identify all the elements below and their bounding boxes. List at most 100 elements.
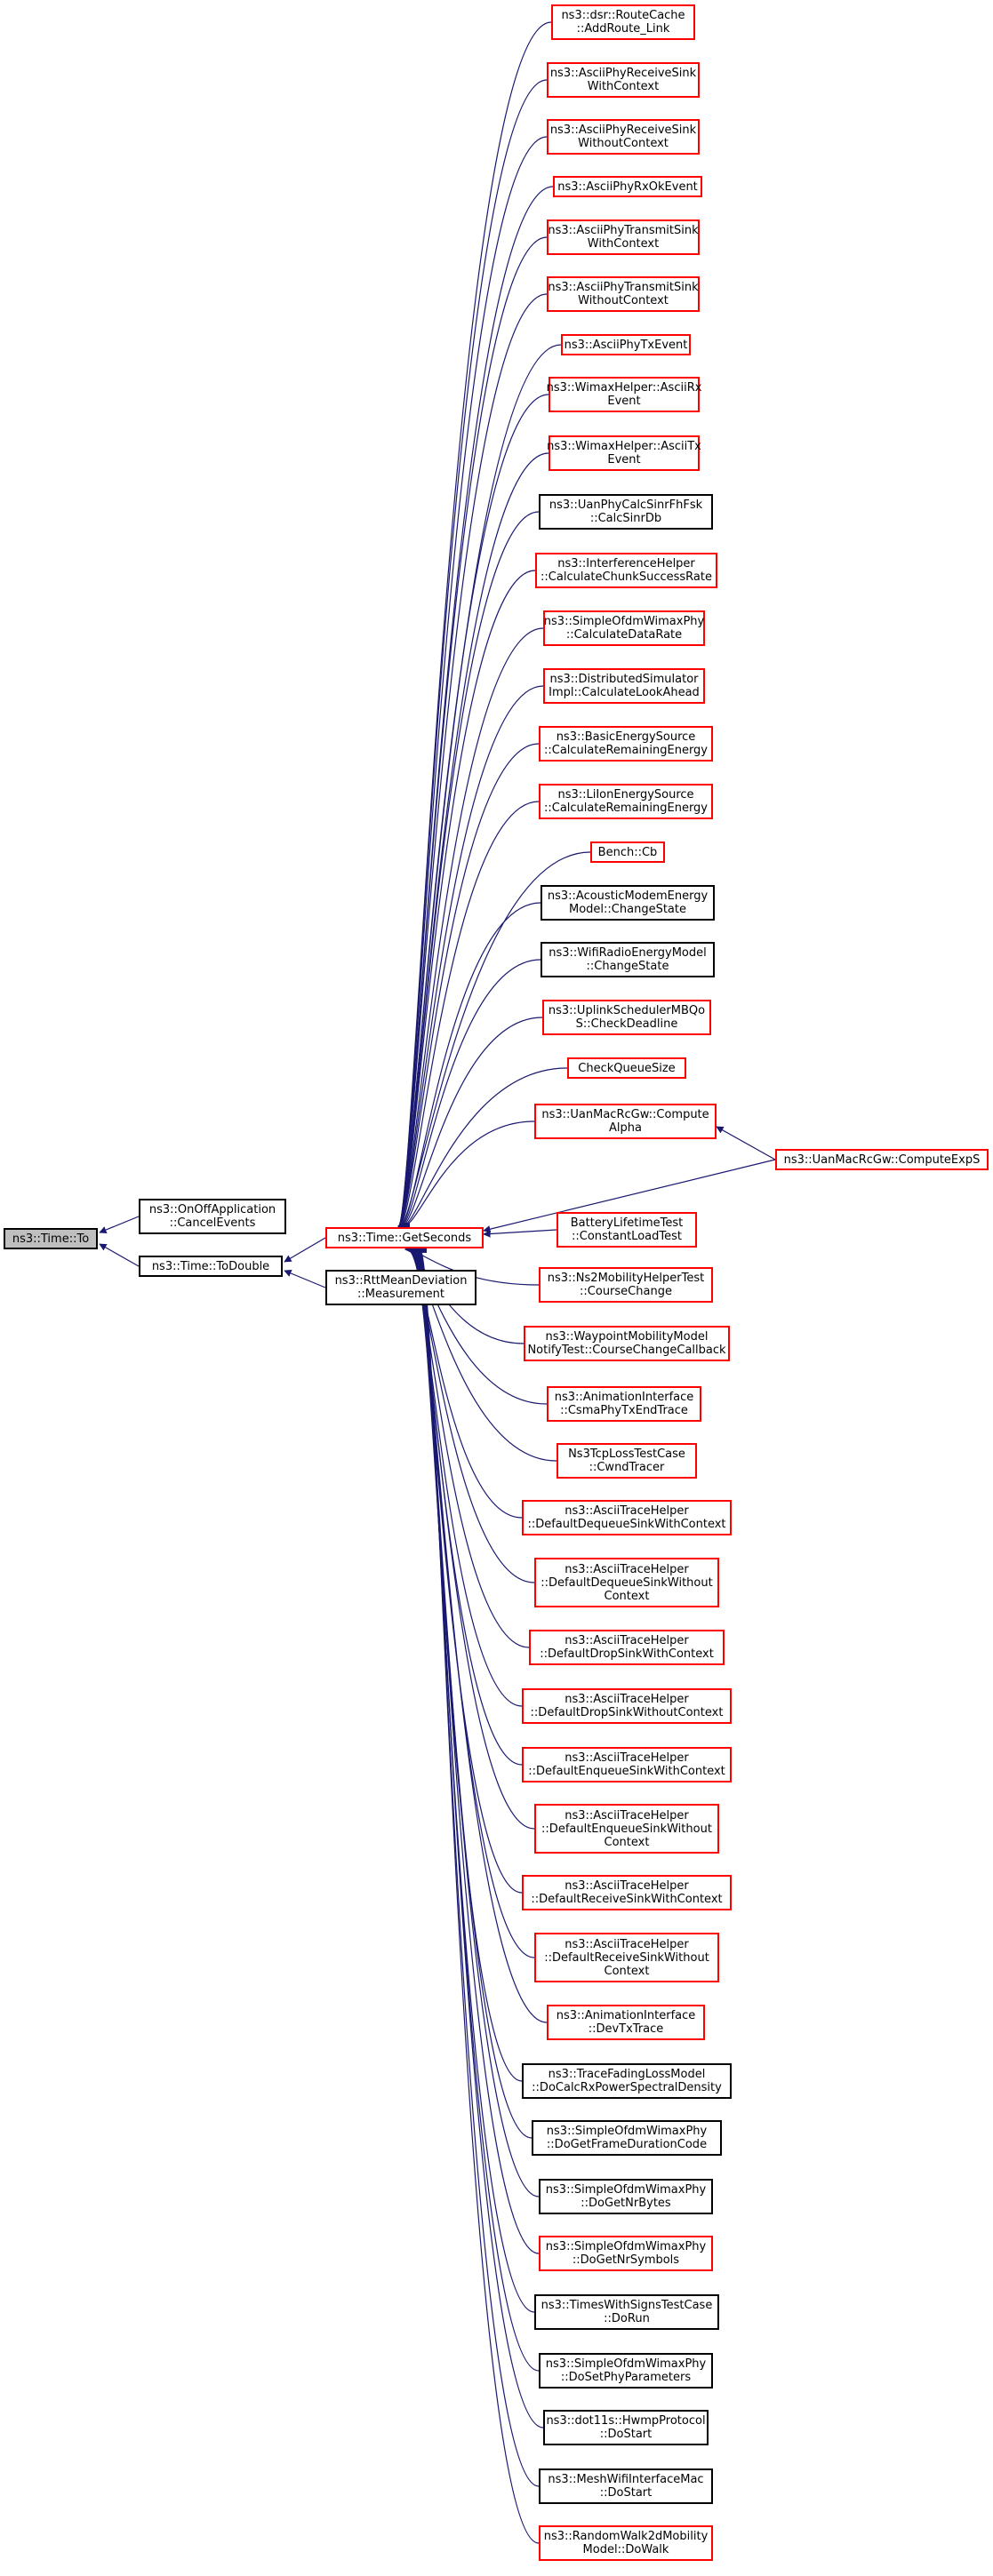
node-ns3-asciiphyreceivesink-withcontext[interactable]: ns3::AsciiPhyReceiveSink WithContext	[547, 62, 700, 98]
node-ns3-asciiphytxevent[interactable]: ns3::AsciiPhyTxEvent	[561, 334, 691, 355]
node-ns3-randomwalk2dmobility-model-dowalk[interactable]: ns3::RandomWalk2dMobility Model::DoWalk	[539, 2525, 713, 2561]
node-label: ns3::AsciiTraceHelper ::DefaultEnqueueSi…	[528, 1751, 725, 1778]
node-label: ns3::UanPhyCalcSinrFhFsk ::CalcSinrDb	[549, 498, 703, 525]
node-ns3-asciitracehelper-defaultenqueuesinkwithout-context[interactable]: ns3::AsciiTraceHelper ::DefaultEnqueueSi…	[534, 1804, 719, 1854]
node-label: ns3::MeshWifiInterfaceMac ::DoStart	[548, 2473, 704, 2500]
edge-caller-11	[397, 627, 544, 1230]
edge-getseconds-to-todouble	[284, 1237, 326, 1263]
node-label: ns3::WimaxHelper::AsciiTx Event	[547, 440, 701, 467]
node-ns3-distributedsimulator-impl-calculatelookahead[interactable]: ns3::DistributedSimulator Impl::Calculat…	[543, 668, 705, 704]
edge-todouble-to-to	[99, 1243, 140, 1267]
node-label: ns3::UplinkSchedulerMBQo S::CheckDeadlin…	[548, 1004, 706, 1031]
node-ns3-asciitracehelper-defaultdequeuesinkwithout-context[interactable]: ns3::AsciiTraceHelper ::DefaultDequeueSi…	[534, 1558, 719, 1607]
edge-caller-12	[397, 685, 544, 1230]
node-ns3-timeswithsignstestcase-dorun[interactable]: ns3::TimesWithSignsTestCase ::DoRun	[534, 2294, 719, 2330]
node-ns3-simpleofdmwimaxphy-dogetnrbytes[interactable]: ns3::SimpleOfdmWimaxPhy ::DoGetNrBytes	[539, 2179, 713, 2214]
node-label: ns3::SimpleOfdmWimaxPhy ::CalculateDataR…	[543, 615, 705, 642]
node-ns3-interferencehelper-calculatechunksuccessrate[interactable]: ns3::InterferenceHelper ::CalculateChunk…	[535, 553, 717, 588]
edge-caller-20	[402, 1121, 535, 1231]
node-ns3-asciiphytransmitsink-withcontext[interactable]: ns3::AsciiPhyTransmitSink WithContext	[547, 219, 700, 255]
node-ns3-asciitracehelper-defaultdequeuesinkwithcontext[interactable]: ns3::AsciiTraceHelper ::DefaultDequeueSi…	[522, 1500, 732, 1535]
node-label: ns3::DistributedSimulator Impl::Calculat…	[549, 673, 700, 699]
node-ns3-simpleofdmwimaxphy-dosetphyparameters[interactable]: ns3::SimpleOfdmWimaxPhy ::DoSetPhyParame…	[539, 2353, 713, 2389]
node-ns3-asciitracehelper-defaultreceivesinkwithcontext[interactable]: ns3::AsciiTraceHelper ::DefaultReceiveSi…	[522, 1875, 732, 1910]
node-label: ns3::AsciiPhyTxEvent	[564, 338, 688, 352]
node-checkqueuesize[interactable]: CheckQueueSize	[567, 1057, 686, 1079]
edge-caller-5	[397, 293, 548, 1230]
node-label: ns3::LiIonEnergySource ::CalculateRemain…	[543, 788, 709, 815]
node-ns3-liionenergysource-calculateremainingenergy[interactable]: ns3::LiIonEnergySource ::CalculateRemain…	[539, 784, 713, 819]
node-label: ns3::AsciiTraceHelper ::DefaultReceiveSi…	[544, 1937, 709, 1978]
node-label: ns3::AsciiPhyTransmitSink WithoutContext	[548, 281, 699, 307]
node-ns3-meshwifiinterfacemac-dostart[interactable]: ns3::MeshWifiInterfaceMac ::DoStart	[539, 2468, 713, 2504]
edge-caller-37	[415, 1246, 540, 2197]
node-ns3-simpleofdmwimaxphy-calculatedatarate[interactable]: ns3::SimpleOfdmWimaxPhy ::CalculateDataR…	[543, 610, 705, 646]
node-label: ns3::AsciiPhyReceiveSink WithoutContext	[549, 124, 697, 150]
node-ns3-wifiradioenergymodel-changestate[interactable]: ns3::WifiRadioEnergyModel ::ChangeState	[541, 942, 715, 977]
node-ns3-uanphycalcsinrfhfsk-calcsinrdb[interactable]: ns3::UanPhyCalcSinrFhFsk ::CalcSinrDb	[539, 494, 713, 530]
node-ns3-ns2mobilityhelpertest-coursechange[interactable]: ns3::Ns2MobilityHelperTest ::CourseChang…	[539, 1267, 713, 1303]
edge-caller-4	[397, 236, 548, 1230]
node-ns3-animationinterface-devtxtrace[interactable]: ns3::AnimationInterface ::DevTxTrace	[547, 2005, 705, 2040]
node-ns3-waypointmobilitymodel-notifytest-coursechangecallback[interactable]: ns3::WaypointMobilityModel NotifyTest::C…	[524, 1326, 730, 1361]
node-ns3-dot11s-hwmpprotocol-dostart[interactable]: ns3::dot11s::HwmpProtocol ::DoStart	[543, 2410, 709, 2445]
node-batterylifetimetest-constantloadtest[interactable]: BatteryLifetimeTest ::ConstantLoadTest	[557, 1212, 697, 1248]
node-onoff-cancel-events[interactable]: ns3::OnOffApplication ::CancelEvents	[139, 1199, 286, 1234]
node-ns3-asciitracehelper-defaultenqueuesinkwithcontext[interactable]: ns3::AsciiTraceHelper ::DefaultEnqueueSi…	[522, 1747, 732, 1782]
node-time-todouble[interactable]: ns3::Time::ToDouble	[139, 1256, 283, 1277]
node-ns3-simpleofdmwimaxphy-dogetnrsymbols[interactable]: ns3::SimpleOfdmWimaxPhy ::DoGetNrSymbols	[539, 2236, 713, 2271]
node-label: ns3::Time::To	[12, 1232, 90, 1246]
node-label: ns3::Time::ToDouble	[151, 1259, 270, 1273]
node-ns3-wimaxhelper-asciitx-event[interactable]: ns3::WimaxHelper::AsciiTx Event	[547, 435, 701, 471]
node-label: ns3::AnimationInterface ::DevTxTrace	[556, 2009, 696, 2036]
node-label: BatteryLifetimeTest ::ConstantLoadTest	[570, 1216, 684, 1243]
node-ns3-asciitracehelper-defaultreceivesinkwithout-context[interactable]: ns3::AsciiTraceHelper ::DefaultReceiveSi…	[534, 1933, 719, 1982]
node-ns3-animationinterface-csmaphytxendtrace[interactable]: ns3::AnimationInterface ::CsmaPhyTxEndTr…	[547, 1386, 701, 1422]
edge-caller-18	[401, 1017, 543, 1231]
node-ns3-acousticmodemenergy-model-changestate[interactable]: ns3::AcousticModemEnergy Model::ChangeSt…	[541, 885, 715, 921]
node-ns3-asciiphytransmitsink-withoutcontext[interactable]: ns3::AsciiPhyTransmitSink WithoutContext	[547, 276, 700, 312]
node-ns3-dsr-routecache-addroute-link[interactable]: ns3::dsr::RouteCache ::AddRoute_Link	[551, 4, 695, 40]
edge-caller-3	[397, 186, 554, 1230]
node-label: ns3::SimpleOfdmWimaxPhy ::DoGetFrameDura…	[546, 2125, 708, 2151]
node-rtt-mean-deviation-measurement[interactable]: ns3::RttMeanDeviation ::Measurement	[325, 1270, 476, 1305]
node-label: ns3::AsciiTraceHelper ::DefaultDropSinkW…	[530, 1693, 724, 1719]
node-ns3tcplosstestcase-cwndtracer[interactable]: Ns3TcpLossTestCase ::CwndTracer	[557, 1443, 697, 1479]
edge-caller-10	[397, 570, 536, 1230]
node-label: ns3::InterferenceHelper ::CalculateChunk…	[541, 557, 712, 584]
node-ns3-basicenergysource-calculateremainingenergy[interactable]: ns3::BasicEnergySource ::CalculateRemain…	[539, 726, 713, 762]
node-label: ns3::TraceFadingLossModel ::DoCalcRxPowe…	[532, 2068, 722, 2094]
node-ns3-asciiphyreceivesink-withoutcontext[interactable]: ns3::AsciiPhyReceiveSink WithoutContext	[547, 119, 700, 155]
node-ns3-wimaxhelper-asciirx-event[interactable]: ns3::WimaxHelper::AsciiRx Event	[546, 377, 702, 412]
node-ns3-asciiphyrxokevent[interactable]: ns3::AsciiPhyRxOkEvent	[553, 176, 702, 197]
node-ns3-tracefadinglossmodel-docalcrxpowerspectraldensity[interactable]: ns3::TraceFadingLossModel ::DoCalcRxPowe…	[522, 2063, 732, 2099]
node-ns3-uplinkschedulermbqo-s-checkdeadline[interactable]: ns3::UplinkSchedulerMBQo S::CheckDeadlin…	[542, 1000, 711, 1035]
node-uanmacrcgw-computeexps[interactable]: ns3::UanMacRcGw::ComputeExpS	[775, 1149, 989, 1170]
node-bench-cb[interactable]: Bench::Cb	[590, 841, 665, 863]
node-ns3-simpleofdmwimaxphy-dogetframedurationcode[interactable]: ns3::SimpleOfdmWimaxPhy ::DoGetFrameDura…	[532, 2120, 722, 2156]
edge-rttmean-to-todouble	[284, 1270, 326, 1288]
node-ns3-uanmacrcgw-compute-alpha[interactable]: ns3::UanMacRcGw::Compute Alpha	[534, 1104, 717, 1139]
node-ns3-asciitracehelper-defaultdropsinkwithcontext[interactable]: ns3::AsciiTraceHelper ::DefaultDropSinkW…	[529, 1630, 725, 1665]
edge-caller-40	[417, 1246, 540, 2372]
node-label: Bench::Cb	[597, 845, 658, 859]
edge-caller-43	[419, 1246, 540, 2544]
node-label: ns3::Ns2MobilityHelperTest ::CourseChang…	[547, 1272, 705, 1298]
node-label: ns3::AcousticModemEnergy Model::ChangeSt…	[547, 889, 709, 916]
node-label: ns3::BasicEnergySource ::CalculateRemain…	[543, 730, 709, 757]
node-label: ns3::RttMeanDeviation ::Measurement	[334, 1274, 468, 1301]
node-label: ns3::SimpleOfdmWimaxPhy ::DoGetNrBytes	[545, 2183, 707, 2210]
node-label: ns3::AsciiTraceHelper ::DefaultDequeueSi…	[541, 1562, 713, 1603]
node-ns3-asciitracehelper-defaultdropsinkwithoutcontext[interactable]: ns3::AsciiTraceHelper ::DefaultDropSinkW…	[522, 1688, 732, 1724]
edge-caller-6	[397, 344, 562, 1230]
node-label: ns3::WimaxHelper::AsciiRx Event	[546, 381, 702, 408]
node-label: ns3::RandomWalk2dMobility Model::DoWalk	[543, 2530, 709, 2556]
node-time-getseconds[interactable]: ns3::Time::GetSeconds	[325, 1227, 484, 1248]
edge-caller-19	[401, 1067, 568, 1231]
node-label: ns3::SimpleOfdmWimaxPhy ::DoSetPhyParame…	[545, 2357, 707, 2384]
node-label: ns3::WifiRadioEnergyModel ::ChangeState	[549, 946, 707, 973]
node-label: ns3::AsciiTraceHelper ::DefaultDropSinkW…	[540, 1634, 714, 1661]
node-label: ns3::AsciiPhyTransmitSink WithContext	[548, 224, 699, 251]
edge-caller-14	[398, 801, 540, 1231]
